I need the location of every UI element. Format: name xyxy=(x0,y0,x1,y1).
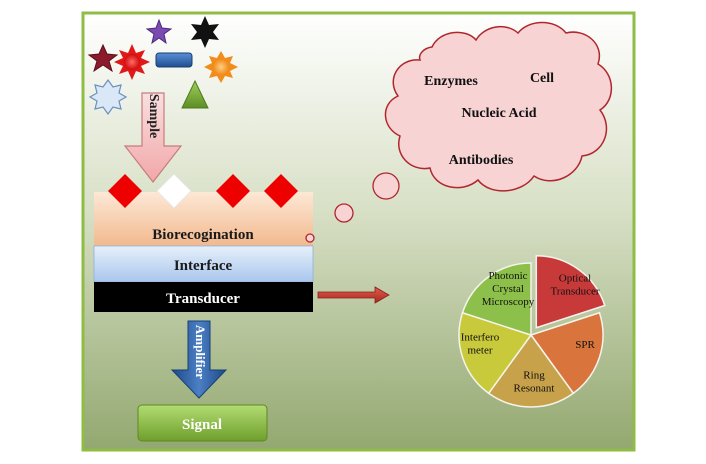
sensor-stack: Biorecogination Interface Transducer xyxy=(93,192,314,312)
bound-receptor-diamond xyxy=(156,173,192,209)
pie-slice xyxy=(458,311,533,395)
amplifier-arrow: Amplifier xyxy=(170,320,228,399)
purple-star-icon xyxy=(145,18,173,45)
interface-label: Interface xyxy=(174,258,233,274)
cloud-item-enzymes: Enzymes xyxy=(424,74,478,89)
receptor-diamonds xyxy=(108,173,298,209)
amplifier-label: Amplifier xyxy=(193,325,208,379)
cloud-item-cell: Cell xyxy=(530,71,554,86)
blue-capsule-icon xyxy=(155,52,193,68)
light-blue-star-icon xyxy=(88,78,128,116)
transducer-layer xyxy=(94,282,313,312)
interface-layer xyxy=(93,245,314,283)
pie-slice-label: SPR xyxy=(575,339,595,351)
biorecognition-label: Biorecogination xyxy=(152,227,254,243)
sample-label: Sample xyxy=(146,94,161,138)
orange-sun-icon xyxy=(204,51,238,83)
thought-bubble-small xyxy=(305,233,315,243)
receptor-diamond xyxy=(216,174,250,208)
thought-bubble-medium xyxy=(334,203,354,223)
green-triangle-icon xyxy=(181,79,209,109)
signal-label: Signal xyxy=(182,417,222,433)
red-sun-icon xyxy=(114,44,150,80)
pie-slice xyxy=(487,333,575,408)
black-seven-point-star-icon xyxy=(191,16,219,48)
transducer-arrow xyxy=(317,286,390,304)
signal-box: Signal xyxy=(137,404,268,442)
cloud-item-antibodies: Antibodies xyxy=(449,153,514,168)
pie-slice xyxy=(529,311,604,395)
thought-bubbles xyxy=(305,172,400,243)
thought-bubble-large xyxy=(372,172,400,200)
pie-slice xyxy=(461,262,532,337)
bioreceptor-cloud: Enzymes Cell Nucleic Acid Antibodies xyxy=(384,21,613,192)
analyte-shapes xyxy=(87,16,238,116)
dark-red-star-icon xyxy=(87,43,119,73)
pie-slice xyxy=(535,254,606,329)
cloud-shape xyxy=(384,21,613,192)
receptor-diamond xyxy=(264,174,298,208)
receptor-diamond xyxy=(108,174,142,208)
cloud-item-nucleic-acid: Nucleic Acid xyxy=(461,106,536,121)
transducer-label: Transducer xyxy=(166,291,240,307)
sample-arrow: Sample xyxy=(123,92,183,183)
